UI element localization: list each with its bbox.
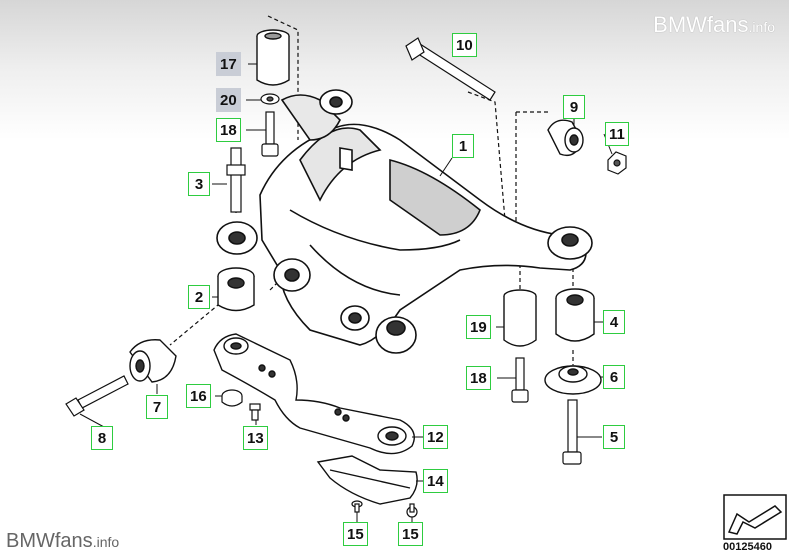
shield-14 bbox=[316, 455, 418, 505]
bracket-12 bbox=[213, 333, 415, 455]
nut-11 bbox=[607, 151, 627, 175]
watermark-top-brand: BMWfans bbox=[653, 12, 749, 37]
diagram-number: 00125460 bbox=[723, 541, 772, 553]
nut-16 bbox=[221, 389, 243, 407]
diagram-symbol-icon bbox=[723, 494, 787, 540]
bushing-17 bbox=[256, 29, 290, 86]
callout-17[interactable]: 17 bbox=[216, 52, 241, 76]
callout-7[interactable]: 7 bbox=[146, 395, 168, 419]
leader-lines bbox=[79, 51, 613, 522]
bushing-19 bbox=[503, 289, 537, 347]
screw-15-right bbox=[406, 503, 418, 518]
bushing-7 bbox=[129, 339, 177, 383]
bushing-4 bbox=[555, 288, 595, 342]
support-plate-6 bbox=[544, 365, 602, 395]
bolt-5 bbox=[562, 399, 582, 465]
stud-3 bbox=[226, 147, 246, 213]
callout-10[interactable]: 10 bbox=[452, 33, 477, 57]
callout-3[interactable]: 3 bbox=[188, 172, 210, 196]
callout-2[interactable]: 2 bbox=[188, 285, 210, 309]
callout-5[interactable]: 5 bbox=[603, 425, 625, 449]
watermark-bottom-brand: BMWfans bbox=[6, 530, 93, 552]
callout-16[interactable]: 16 bbox=[186, 384, 211, 408]
bolt-8 bbox=[65, 375, 129, 417]
callout-4[interactable]: 4 bbox=[603, 310, 625, 334]
callout-19[interactable]: 19 bbox=[466, 315, 491, 339]
callout-13[interactable]: 13 bbox=[243, 426, 268, 450]
watermark-top: BMWfans.info bbox=[653, 12, 775, 38]
callout-15-left[interactable]: 15 bbox=[343, 522, 368, 546]
callout-18-right[interactable]: 18 bbox=[466, 366, 491, 390]
callout-20[interactable]: 20 bbox=[216, 88, 241, 112]
watermark-bottom-suffix: .info bbox=[92, 534, 120, 550]
bolt-10 bbox=[405, 37, 496, 101]
bolt-18-right bbox=[511, 357, 529, 403]
callout-9[interactable]: 9 bbox=[563, 95, 585, 119]
callout-18-top[interactable]: 18 bbox=[216, 118, 241, 142]
bushing-9 bbox=[547, 119, 584, 157]
bolt-18-top bbox=[261, 111, 279, 157]
callout-6[interactable]: 6 bbox=[603, 365, 625, 389]
bolt-13 bbox=[249, 403, 261, 421]
watermark-top-suffix: .info bbox=[748, 19, 775, 35]
callout-14[interactable]: 14 bbox=[423, 469, 448, 493]
rear-axle-subframe bbox=[216, 89, 593, 354]
callout-12[interactable]: 12 bbox=[423, 425, 448, 449]
screw-15-left bbox=[351, 500, 363, 513]
callout-8[interactable]: 8 bbox=[91, 426, 113, 450]
washer-20 bbox=[260, 93, 280, 105]
bushing-2 bbox=[217, 267, 255, 312]
callout-15-right[interactable]: 15 bbox=[398, 522, 423, 546]
watermark-bottom: BMWfans.info bbox=[6, 530, 119, 553]
callout-11[interactable]: 11 bbox=[605, 122, 629, 146]
callout-1[interactable]: 1 bbox=[452, 134, 474, 158]
